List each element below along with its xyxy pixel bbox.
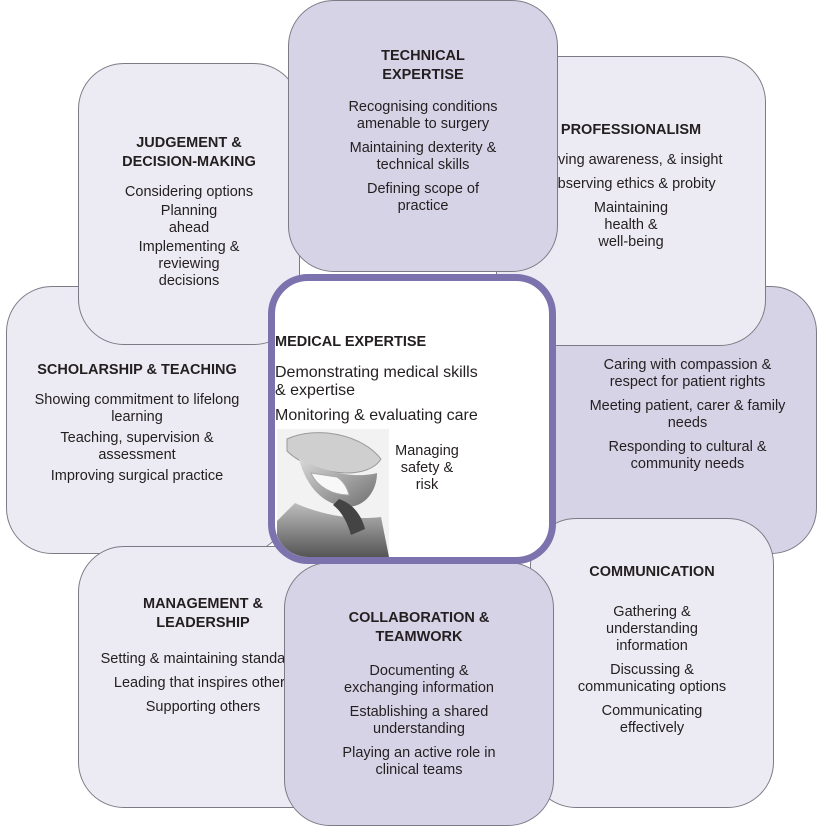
surgeon-image bbox=[277, 429, 389, 557]
judgement-item-1: Considering options bbox=[124, 184, 254, 200]
technical-item-2: Maintaining dexterity &technical skills bbox=[349, 140, 497, 173]
advocacy-item-3: Responding to cultural &community needs bbox=[608, 439, 767, 472]
management-item-3: Supporting others bbox=[145, 699, 261, 715]
management-title: MANAGEMENT &LEADERSHIP bbox=[142, 596, 264, 631]
medical-title: MEDICAL EXPERTISE bbox=[275, 334, 427, 350]
judgement-box: JUDGEMENT &DECISION-MAKING Considering o… bbox=[78, 63, 300, 345]
collaboration-teamwork-box: COLLABORATION &TEAMWORK Documenting &exc… bbox=[284, 562, 554, 826]
professionalism-title: PROFESSIONALISM bbox=[560, 122, 702, 138]
communication-title: COMMUNICATION bbox=[589, 564, 715, 580]
collaboration-item-1: Documenting &exchanging information bbox=[344, 663, 494, 696]
communication-item-2: Discussing &communicating options bbox=[577, 662, 727, 695]
scholarship-item-3: Improving surgical practice bbox=[50, 468, 224, 484]
advocacy-item-1: Caring with compassion &respect for pati… bbox=[603, 357, 772, 390]
collaboration-title: COLLABORATION &TEAMWORK bbox=[348, 610, 490, 645]
medical-item-2: Monitoring & evaluating care bbox=[275, 407, 478, 424]
management-item-1: Setting & maintaining standards bbox=[100, 651, 306, 667]
professionalism-item-1: Having awareness, & insight bbox=[539, 152, 723, 168]
medical-expertise-box: MEDICAL EXPERTISE Demonstrating medical … bbox=[268, 274, 556, 564]
professionalism-item-2: Observing ethics & probity bbox=[546, 176, 716, 192]
management-item-2: Leading that inspires others bbox=[113, 675, 293, 691]
scholarship-item-2: Teaching, supervision &assessment bbox=[60, 430, 214, 463]
scholarship-title: SCHOLARSHIP & TEACHING bbox=[37, 362, 237, 378]
judgement-title: JUDGEMENT &DECISION-MAKING bbox=[122, 135, 256, 170]
medical-item-1: Demonstrating medical skills& expertise bbox=[275, 364, 478, 399]
